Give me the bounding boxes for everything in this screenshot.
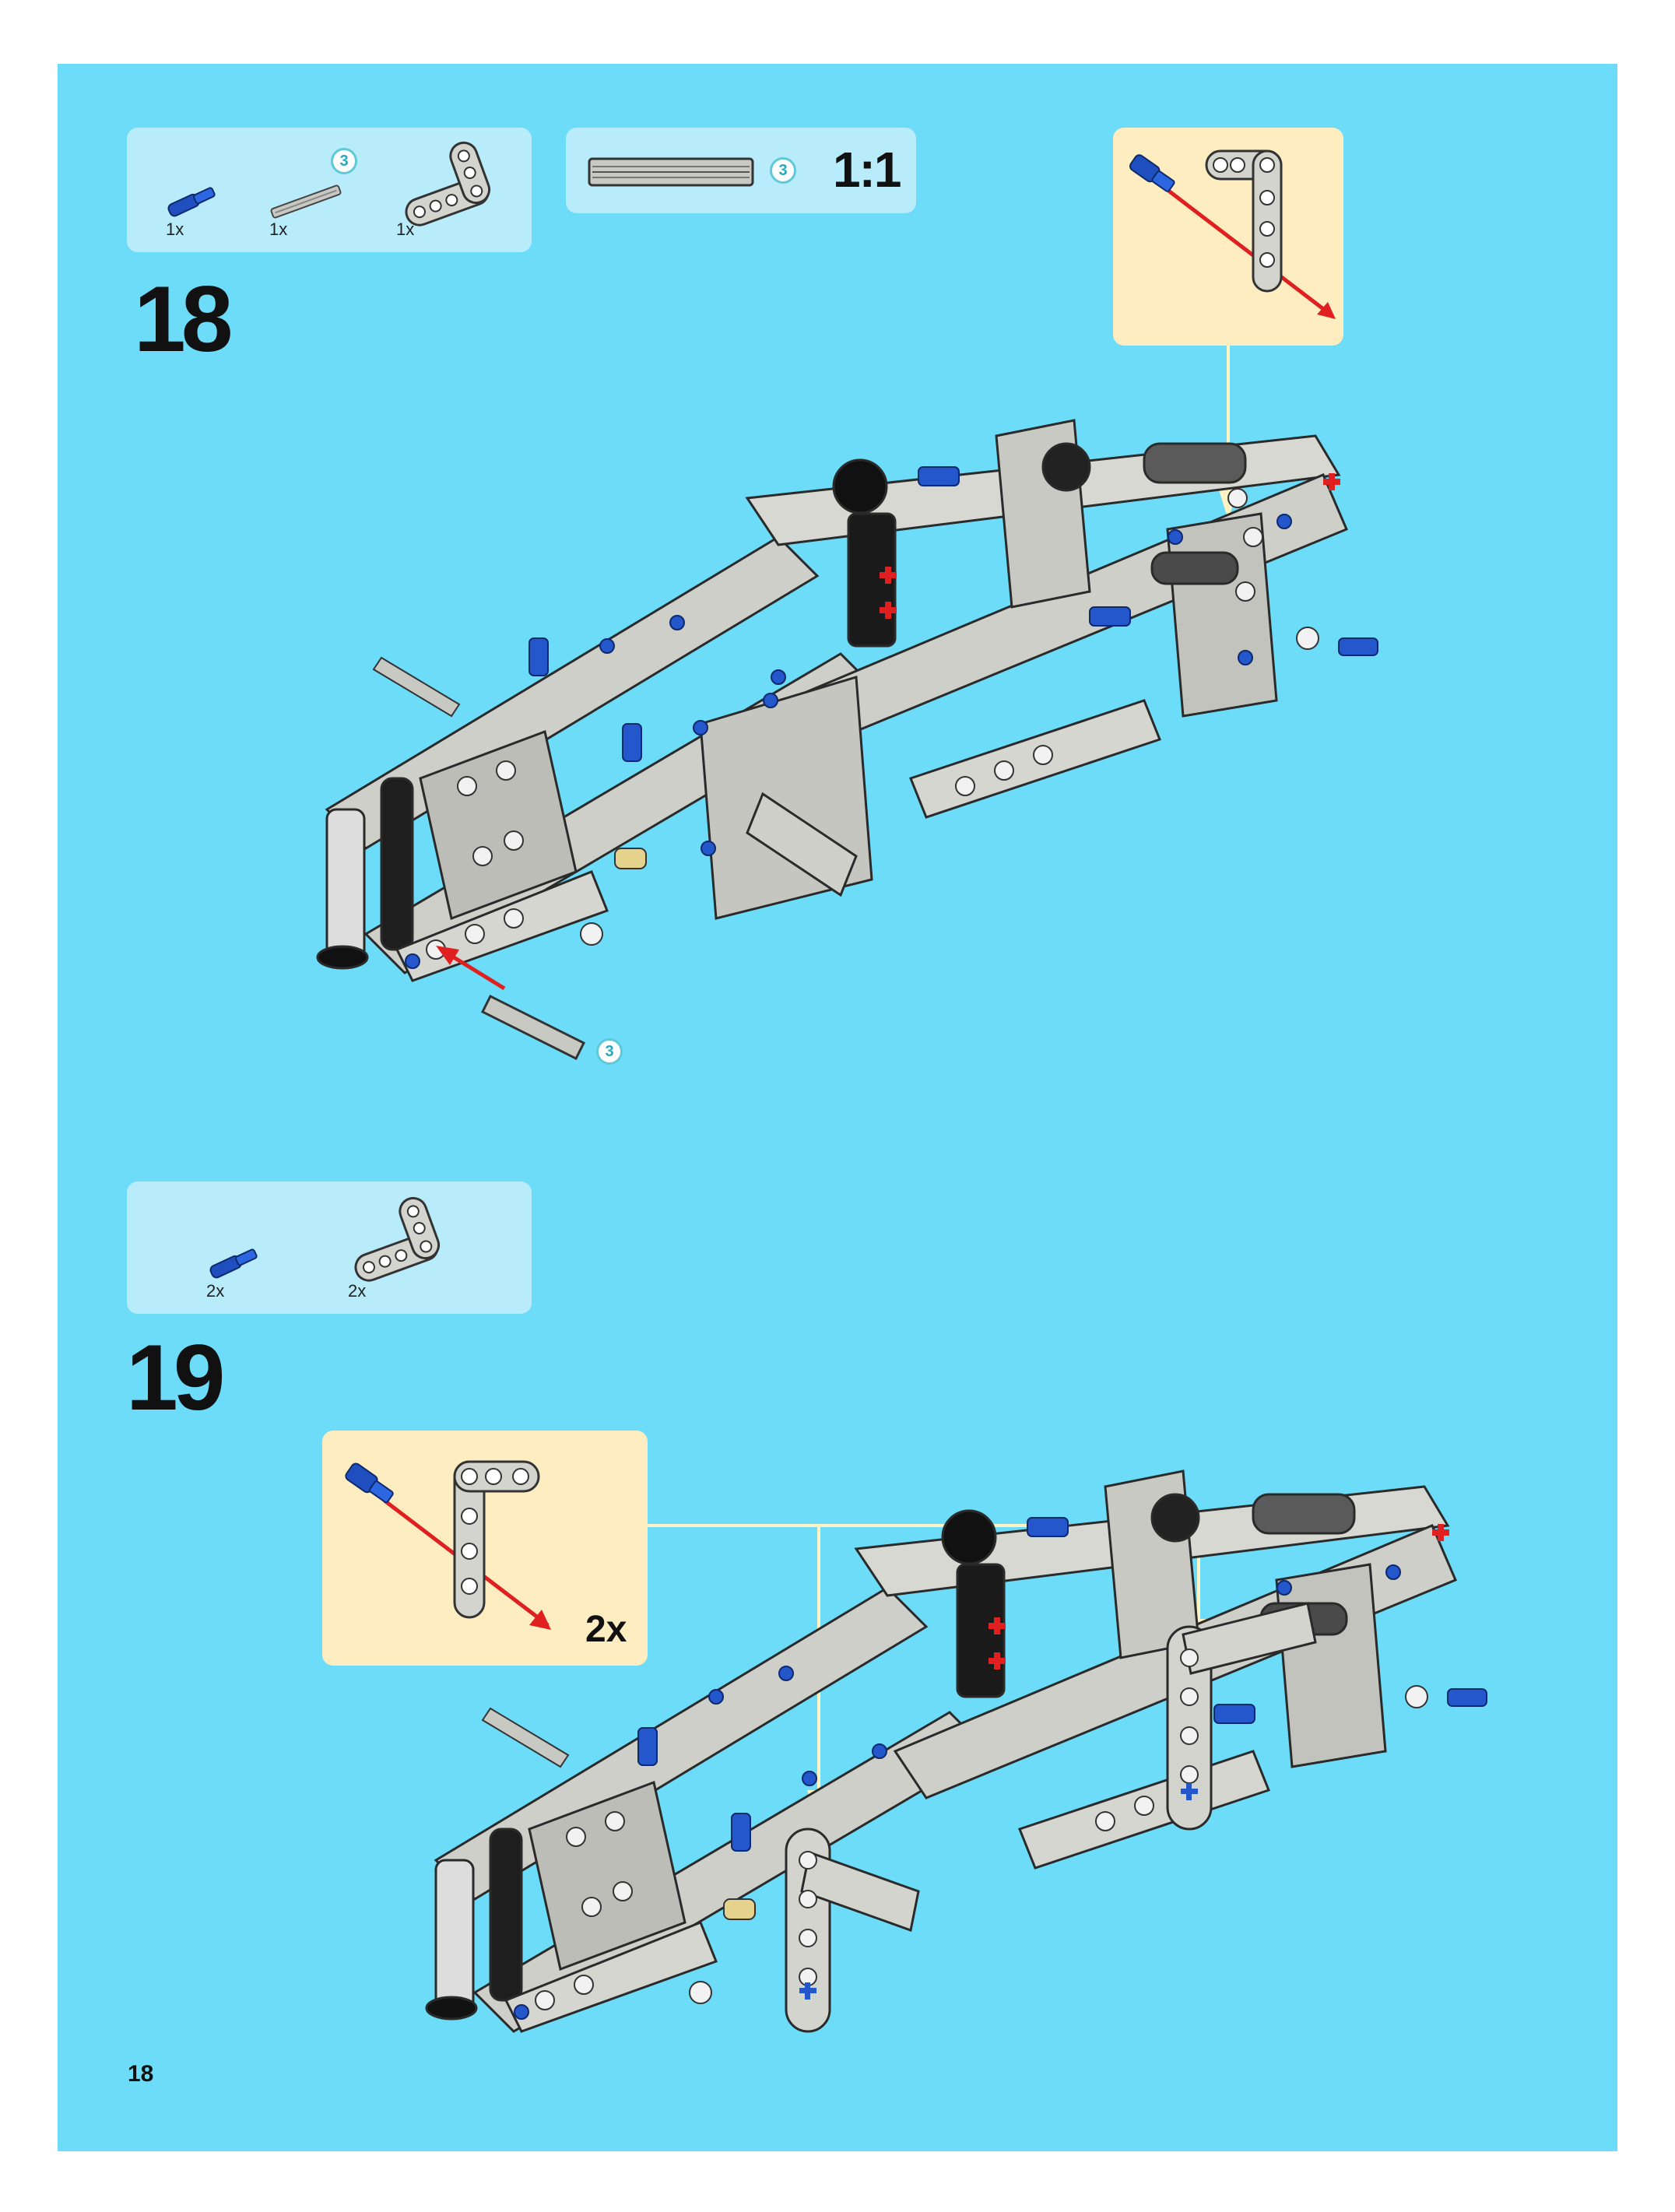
page-number: 18 (128, 2063, 153, 2086)
